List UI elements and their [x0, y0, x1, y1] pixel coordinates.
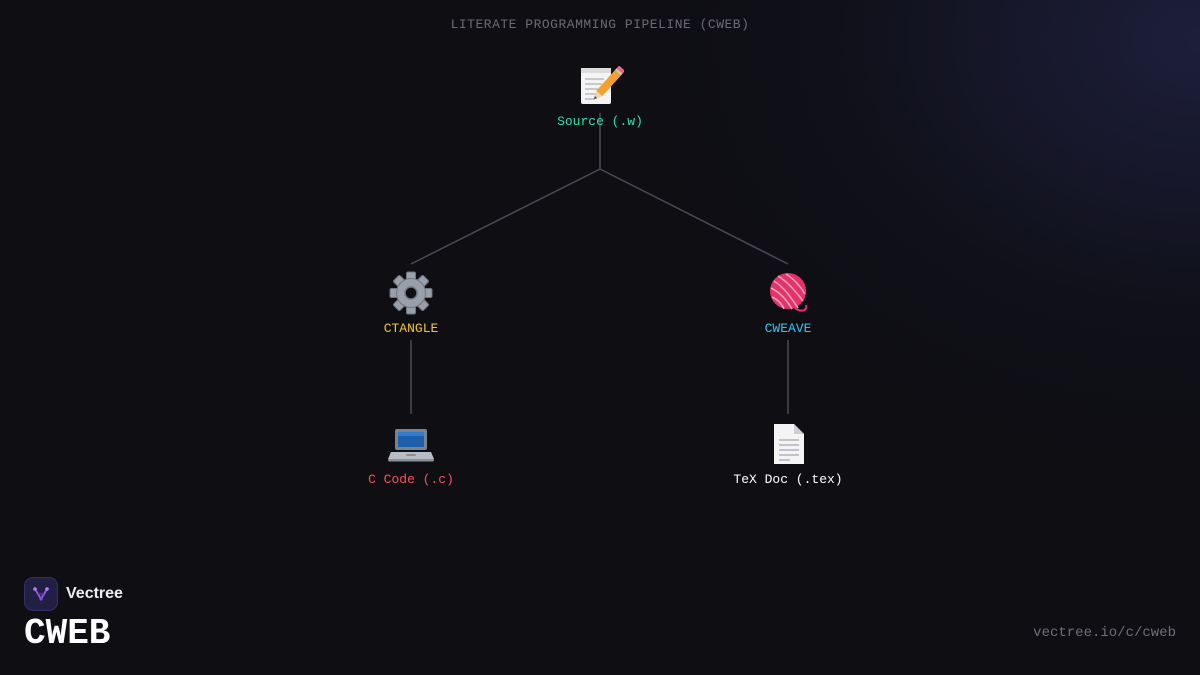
node-source-label: Source (.w) — [557, 114, 643, 129]
diagram-title: LITERATE PROGRAMMING PIPELINE (CWEB) — [450, 17, 750, 32]
vectree-logo-icon — [24, 577, 58, 611]
brand-name: Vectree — [66, 585, 123, 602]
gear-icon — [389, 271, 433, 315]
node-ccode-label: C Code (.c) — [368, 472, 454, 487]
node-ccode[interactable]: C Code (.c) — [311, 420, 511, 487]
laptop-icon — [388, 429, 434, 462]
edge-source-cweave — [599, 168, 789, 265]
node-texdoc[interactable]: TeX Doc (.tex) — [688, 420, 888, 487]
node-ctangle[interactable]: CTANGLE — [311, 269, 511, 336]
edge-source-ctangle — [410, 113, 601, 265]
product-title: CWEB — [24, 613, 111, 654]
brand[interactable]: Vectree — [24, 577, 123, 611]
memo-icon — [581, 66, 624, 104]
node-ctangle-label: CTANGLE — [383, 321, 439, 336]
node-source[interactable]: Source (.w) — [500, 62, 700, 129]
yarn-icon — [770, 273, 808, 312]
node-texdoc-label: TeX Doc (.tex) — [733, 472, 843, 487]
node-cweave[interactable]: CWEAVE — [688, 269, 888, 336]
document-icon — [774, 424, 804, 464]
node-cweave-label: CWEAVE — [764, 321, 812, 336]
footer-url[interactable]: vectree.io/c/cweb — [1033, 625, 1176, 641]
